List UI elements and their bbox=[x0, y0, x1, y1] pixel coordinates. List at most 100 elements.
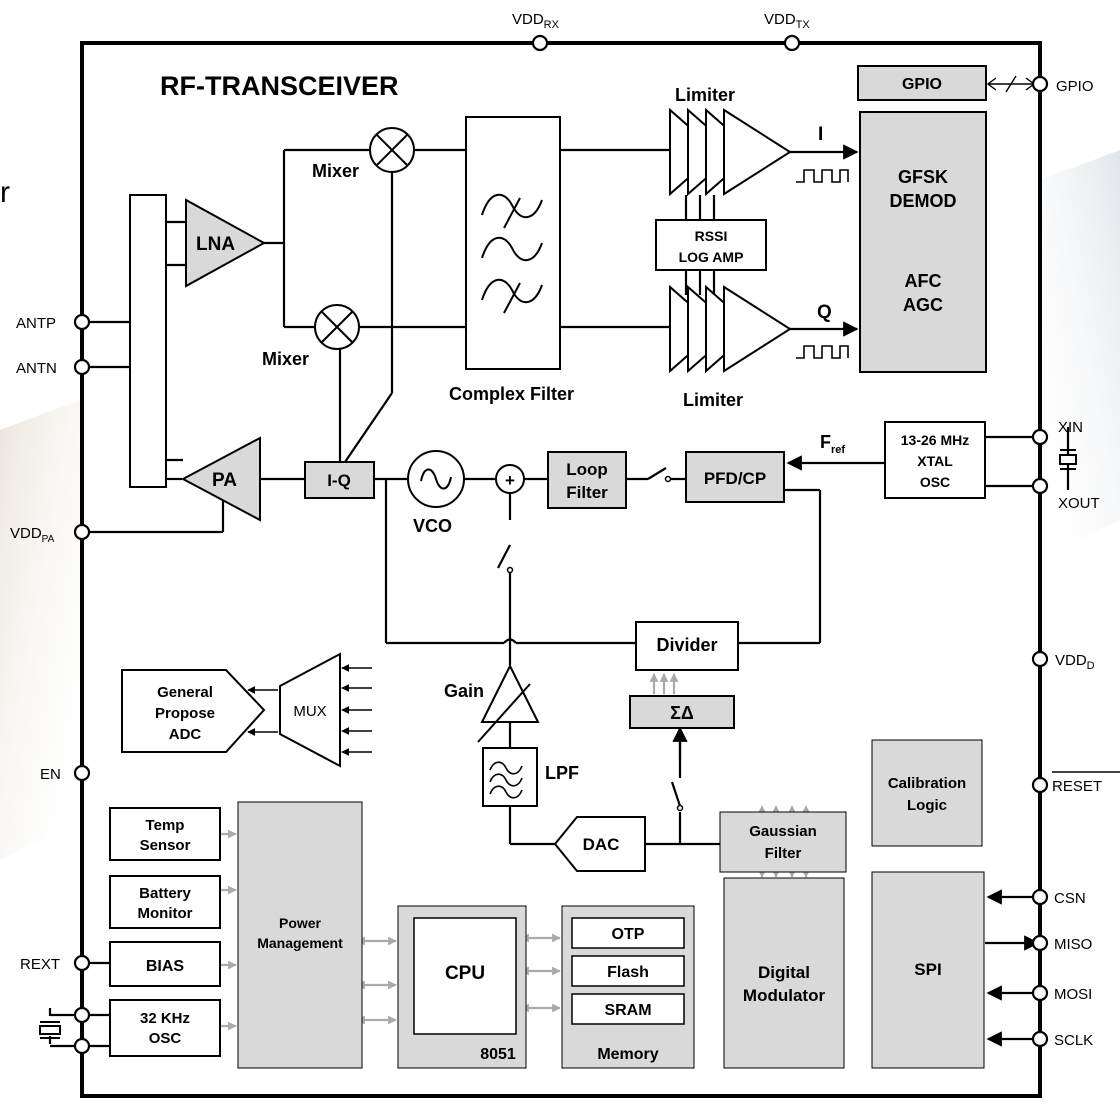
pin-vdd-tx bbox=[785, 36, 799, 50]
pin-csn bbox=[1033, 890, 1047, 904]
pin-mosi bbox=[1033, 986, 1047, 1000]
otp-label: OTP bbox=[612, 926, 645, 943]
rssi-label: RSSI bbox=[695, 228, 728, 244]
pin-label-reset: RESET bbox=[1052, 778, 1102, 795]
limiter-bottom-label: Limiter bbox=[683, 390, 743, 410]
fref-label: Fref bbox=[820, 432, 845, 456]
i-channel-label: I bbox=[818, 124, 823, 145]
chip-title: RF-TRANSCEIVER bbox=[160, 71, 399, 101]
gpio-block-label: GPIO bbox=[902, 76, 942, 93]
summing-node-plus: + bbox=[505, 471, 515, 490]
mixer-top-label: Mixer bbox=[312, 161, 359, 181]
pin-vdd-d bbox=[1033, 652, 1047, 666]
q-channel-label: Q bbox=[817, 302, 832, 323]
temp-label-2: Sensor bbox=[140, 837, 191, 854]
power-label-2: Management bbox=[257, 935, 343, 951]
gain-amplifier bbox=[482, 666, 538, 722]
calibration-logic-block bbox=[872, 740, 982, 846]
lpf-label: LPF bbox=[545, 763, 579, 783]
calibration-label-2: Logic bbox=[907, 797, 947, 814]
iq-label: I-Q bbox=[327, 471, 351, 490]
pfd-cp-label: PFD/CP bbox=[704, 469, 766, 488]
pin-antp bbox=[75, 315, 89, 329]
limiter-bottom bbox=[670, 287, 790, 371]
mixer-bottom bbox=[315, 305, 359, 349]
pin-xin bbox=[1033, 430, 1047, 444]
pin-label-sclk: SCLK bbox=[1054, 1032, 1093, 1049]
demod-label: DEMOD bbox=[890, 191, 957, 211]
pin-reset bbox=[1033, 778, 1047, 792]
lna-label: LNA bbox=[196, 234, 235, 255]
xtal-label: XTAL bbox=[917, 453, 953, 469]
calibration-label-1: Calibration bbox=[888, 775, 966, 792]
pin-label-miso: MISO bbox=[1054, 936, 1092, 953]
adc-label-1: General bbox=[157, 684, 213, 701]
sigma-delta-label: ΣΔ bbox=[670, 703, 694, 723]
pa-label: PA bbox=[212, 470, 237, 491]
bias-label: BIAS bbox=[146, 958, 185, 975]
pin-osc32-a bbox=[75, 1008, 89, 1022]
pin-xout bbox=[1033, 479, 1047, 493]
pin-label-xin: XIN bbox=[1058, 419, 1083, 436]
battery-label-1: Battery bbox=[139, 885, 191, 902]
pin-rext bbox=[75, 956, 89, 970]
pin-label-xout: XOUT bbox=[1058, 495, 1100, 512]
gaussian-filter-block bbox=[720, 812, 846, 872]
pin-label-vdd-d: VDDD bbox=[1055, 652, 1095, 672]
pin-label-antn: ANTN bbox=[16, 360, 57, 377]
antenna-switch bbox=[130, 195, 166, 487]
pin-label-en: EN bbox=[40, 766, 61, 783]
complex-filter-label: Complex Filter bbox=[449, 384, 574, 404]
osc32-label-2: OSC bbox=[149, 1030, 182, 1047]
pin-label-vdd-pa: VDDPA bbox=[10, 525, 55, 545]
limiter-top-label: Limiter bbox=[675, 85, 735, 105]
vco-label: VCO bbox=[413, 516, 452, 536]
q-pulse-waveform bbox=[796, 346, 848, 358]
crystal-icon-left bbox=[40, 1022, 60, 1038]
flash-label: Flash bbox=[607, 964, 649, 981]
gaussian-label-1: Gaussian bbox=[749, 823, 817, 840]
xtal-osc-label: OSC bbox=[920, 474, 950, 490]
cpu-8051-label: 8051 bbox=[480, 1046, 516, 1063]
afc-label: AFC bbox=[905, 271, 942, 291]
gain-label: Gain bbox=[444, 681, 484, 701]
xtal-freq-label: 13-26 MHz bbox=[901, 432, 969, 448]
agc-label: AGC bbox=[903, 295, 943, 315]
gfsk-label: GFSK bbox=[898, 167, 948, 187]
dac-label: DAC bbox=[583, 835, 620, 854]
mux-label: MUX bbox=[293, 703, 326, 720]
temp-label-1: Temp bbox=[146, 817, 185, 834]
pin-miso bbox=[1033, 936, 1047, 950]
gaussian-label-2: Filter bbox=[765, 845, 802, 862]
stray-character: r bbox=[0, 176, 10, 209]
spi-label: SPI bbox=[914, 960, 941, 979]
limiter-top bbox=[670, 110, 790, 194]
pin-label-csn: CSN bbox=[1054, 890, 1086, 907]
osc32-label-1: 32 KHz bbox=[140, 1010, 190, 1027]
loop-filter-label-2: Filter bbox=[566, 483, 608, 502]
pin-sclk bbox=[1033, 1032, 1047, 1046]
pin-antn bbox=[75, 360, 89, 374]
pin-label-vdd-rx: VDDRX bbox=[512, 11, 560, 31]
pin-osc32-b bbox=[75, 1039, 89, 1053]
adc-label-3: ADC bbox=[169, 726, 202, 743]
log-amp-label: LOG AMP bbox=[679, 249, 744, 265]
sram-label: SRAM bbox=[604, 1002, 651, 1019]
power-label-1: Power bbox=[279, 915, 322, 931]
pin-vdd-rx bbox=[533, 36, 547, 50]
dmod-label-1: Digital bbox=[758, 963, 810, 982]
pin-label-vdd-tx: VDDTX bbox=[764, 11, 810, 31]
divider-label: Divider bbox=[656, 635, 717, 655]
pin-label-rext: REXT bbox=[20, 956, 60, 973]
loop-filter-label-1: Loop bbox=[566, 460, 608, 479]
mixer-top bbox=[370, 128, 414, 172]
cpu-label: CPU bbox=[445, 963, 485, 984]
battery-label-2: Monitor bbox=[138, 905, 193, 922]
memory-label: Memory bbox=[597, 1046, 658, 1063]
pin-label-mosi: MOSI bbox=[1054, 986, 1092, 1003]
pin-gpio bbox=[1033, 77, 1047, 91]
pin-vdd-pa bbox=[75, 525, 89, 539]
i-pulse-waveform bbox=[796, 170, 848, 182]
pin-label-gpio: GPIO bbox=[1056, 78, 1094, 95]
